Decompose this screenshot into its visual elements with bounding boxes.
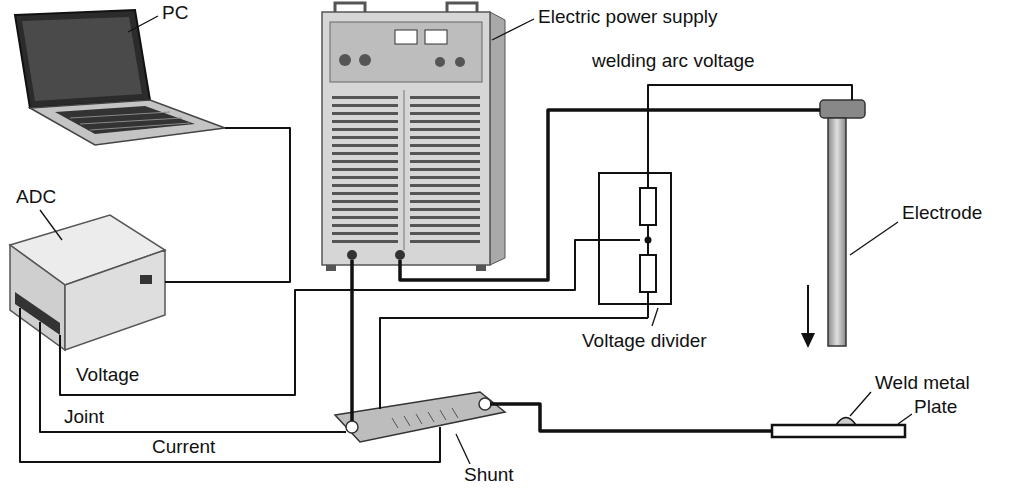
label-slot: welding arc voltage xyxy=(590,50,757,72)
part-label: Voltage xyxy=(74,364,141,386)
electrode-figure xyxy=(801,100,865,348)
label-slot: Shunt xyxy=(462,464,516,486)
label-slot: Electric power supply xyxy=(536,6,720,28)
shunt-figure xyxy=(335,392,505,442)
part-label: Electrode xyxy=(900,202,984,224)
part-label: Joint xyxy=(62,406,106,428)
plate-figure xyxy=(772,418,905,438)
label-slot: Joint xyxy=(62,406,106,428)
part-label: Plate xyxy=(912,396,959,418)
part-label: PC xyxy=(160,2,190,24)
leader-line xyxy=(40,16,912,464)
part-label: Weld metal xyxy=(873,372,972,394)
label-slot: Voltage xyxy=(74,364,141,386)
part-label: ADC xyxy=(14,186,58,208)
divider-box: Voltage divider xyxy=(598,172,672,305)
laptop-figure xyxy=(15,10,225,145)
label-slot: PC xyxy=(160,2,190,24)
resistor-symbol xyxy=(640,172,656,318)
label-slot: Weld metal xyxy=(873,372,972,394)
power-supply-figure xyxy=(322,3,505,271)
signal-wire xyxy=(20,85,852,462)
label-slot: Current xyxy=(150,436,217,458)
node-heading-slot: Voltage divider xyxy=(580,330,709,352)
label-slot: Plate xyxy=(912,396,959,418)
adc-figure xyxy=(10,215,165,350)
label-slot: ADC xyxy=(14,186,58,208)
node-heading: Voltage divider xyxy=(580,330,709,352)
part-label: welding arc voltage xyxy=(590,50,757,72)
part-label: Electric power supply xyxy=(536,6,720,28)
part-label: Current xyxy=(150,436,217,458)
power-cable xyxy=(352,110,820,431)
part-label: Shunt xyxy=(462,464,516,486)
label-slot: Electrode xyxy=(900,202,984,224)
